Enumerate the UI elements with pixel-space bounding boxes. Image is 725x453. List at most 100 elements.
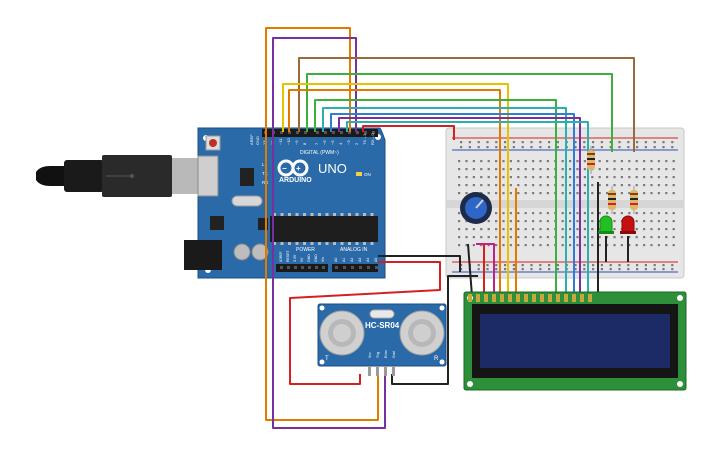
wire-purple-2 (338, 117, 581, 296)
usb-controller-chip (240, 168, 254, 186)
breadboard-hole (598, 168, 601, 171)
breadboard-hole (487, 244, 490, 247)
breadboard-hole (662, 141, 665, 144)
pin-label-13: 13 (262, 140, 267, 145)
breadboard-hole (672, 220, 675, 223)
breadboard-hole (539, 244, 542, 247)
breadboard-hole (600, 146, 603, 149)
breadboard-hole (620, 236, 623, 239)
breadboard-hole (657, 236, 660, 239)
breadboard-hole (643, 184, 646, 187)
breadboard-hole (576, 168, 579, 171)
usb-plug-body (64, 160, 104, 192)
breadboard-hole (502, 212, 505, 215)
breadboard-hole (546, 220, 549, 223)
breadboard-hole (613, 184, 616, 187)
breadboard-hole (583, 236, 586, 239)
breadboard-hole (539, 141, 542, 144)
breadboard-hole (644, 264, 647, 267)
breadboard-hole (600, 141, 603, 144)
breadboard-hole (502, 176, 505, 179)
wire-red-lcd (362, 125, 455, 140)
pin-label-6: ~6 (322, 140, 327, 145)
breadboard-hole (556, 264, 559, 267)
breadboard-hole (620, 244, 623, 247)
voltage-regulator (210, 216, 224, 230)
arduino-uno-board[interactable]: − + ARDUINO UNO TX RX L ON 13 12 ~11 ~10… (184, 127, 386, 279)
sensor-pin-labels: Vcc Trig Echo Gnd (368, 350, 396, 358)
chip-leg (318, 213, 321, 216)
breadboard-hole (591, 212, 594, 215)
breadboard-hole (517, 168, 520, 171)
breadboard-hole (539, 264, 542, 267)
breadboard-hole (574, 146, 577, 149)
breadboard-hole (592, 268, 595, 271)
breadboard-hole (643, 236, 646, 239)
breadboard-hole (465, 228, 468, 231)
breadboard-hole (583, 228, 586, 231)
breadboard-hole (620, 212, 623, 215)
on-label: ON (364, 172, 371, 177)
breadboard-hole (665, 228, 668, 231)
potentiometer[interactable] (460, 192, 492, 224)
sensor-vcc-label: Vcc (368, 352, 372, 358)
breadboard-hole (509, 192, 512, 195)
breadboard-hole (650, 184, 653, 187)
v5-label: 5V (300, 257, 304, 262)
header-pin-hole (348, 131, 351, 134)
reset-button-cap[interactable] (209, 139, 217, 147)
usb-plug-shell (102, 155, 172, 197)
breadboard-hole (606, 212, 609, 215)
breadboard-hole (583, 212, 586, 215)
breadboard-hole (635, 184, 638, 187)
breadboard-hole (532, 212, 535, 215)
breadboard-hole (627, 141, 630, 144)
breadboard-hole (609, 268, 612, 271)
breadboard-hole (576, 228, 579, 231)
breadboard-hole (509, 184, 512, 187)
breadboard-hole (509, 212, 512, 215)
breadboard-hole (592, 146, 595, 149)
wire-black-sensor (391, 275, 478, 385)
breadboard-hole (650, 244, 653, 247)
resistor-3 (630, 186, 638, 214)
chip-leg (355, 242, 359, 245)
breadboard-hole (672, 236, 675, 239)
header-pin-hole (351, 266, 354, 269)
led-red[interactable] (620, 215, 636, 234)
lcd-pin (468, 294, 472, 302)
sensor-trig-label: Trig (376, 352, 380, 358)
breadboard-hole (672, 176, 675, 179)
breadboard-hole (502, 184, 505, 187)
breadboard-hole (671, 264, 674, 267)
breadboard-hole (521, 264, 524, 267)
breadboard-hole (657, 228, 660, 231)
breadboard-hole (620, 160, 623, 163)
breadboard-hole (530, 268, 533, 271)
breadboard-hole (495, 192, 498, 195)
capacitor (251, 243, 269, 261)
breadboard-hole (628, 168, 631, 171)
breadboard-hole (512, 268, 515, 271)
breadboard-hole (569, 192, 572, 195)
breadboard-hole (517, 236, 520, 239)
breadboard-hole (556, 141, 559, 144)
breadboard-hole (671, 141, 674, 144)
breadboard-hole (672, 184, 675, 187)
breadboard-hole (486, 141, 489, 144)
usb-cable (36, 155, 198, 197)
wire-magenta (476, 243, 495, 296)
breadboard-hole (613, 212, 616, 215)
breadboard-hole (465, 220, 468, 223)
breadboard-hole (465, 160, 468, 163)
lcd-pin (516, 294, 520, 302)
breadboard-hole (583, 160, 586, 163)
breadboard-hole (524, 236, 527, 239)
breadboard-hole (468, 141, 471, 144)
power-pin-labels: IOREF RESET 3.3V 5V GND GND Vin (279, 249, 325, 262)
breadboard-hole (517, 192, 520, 195)
breadboard-hole (465, 192, 468, 195)
led-green[interactable] (598, 215, 614, 234)
chip-leg (370, 242, 374, 245)
breadboard-hole (583, 268, 586, 271)
